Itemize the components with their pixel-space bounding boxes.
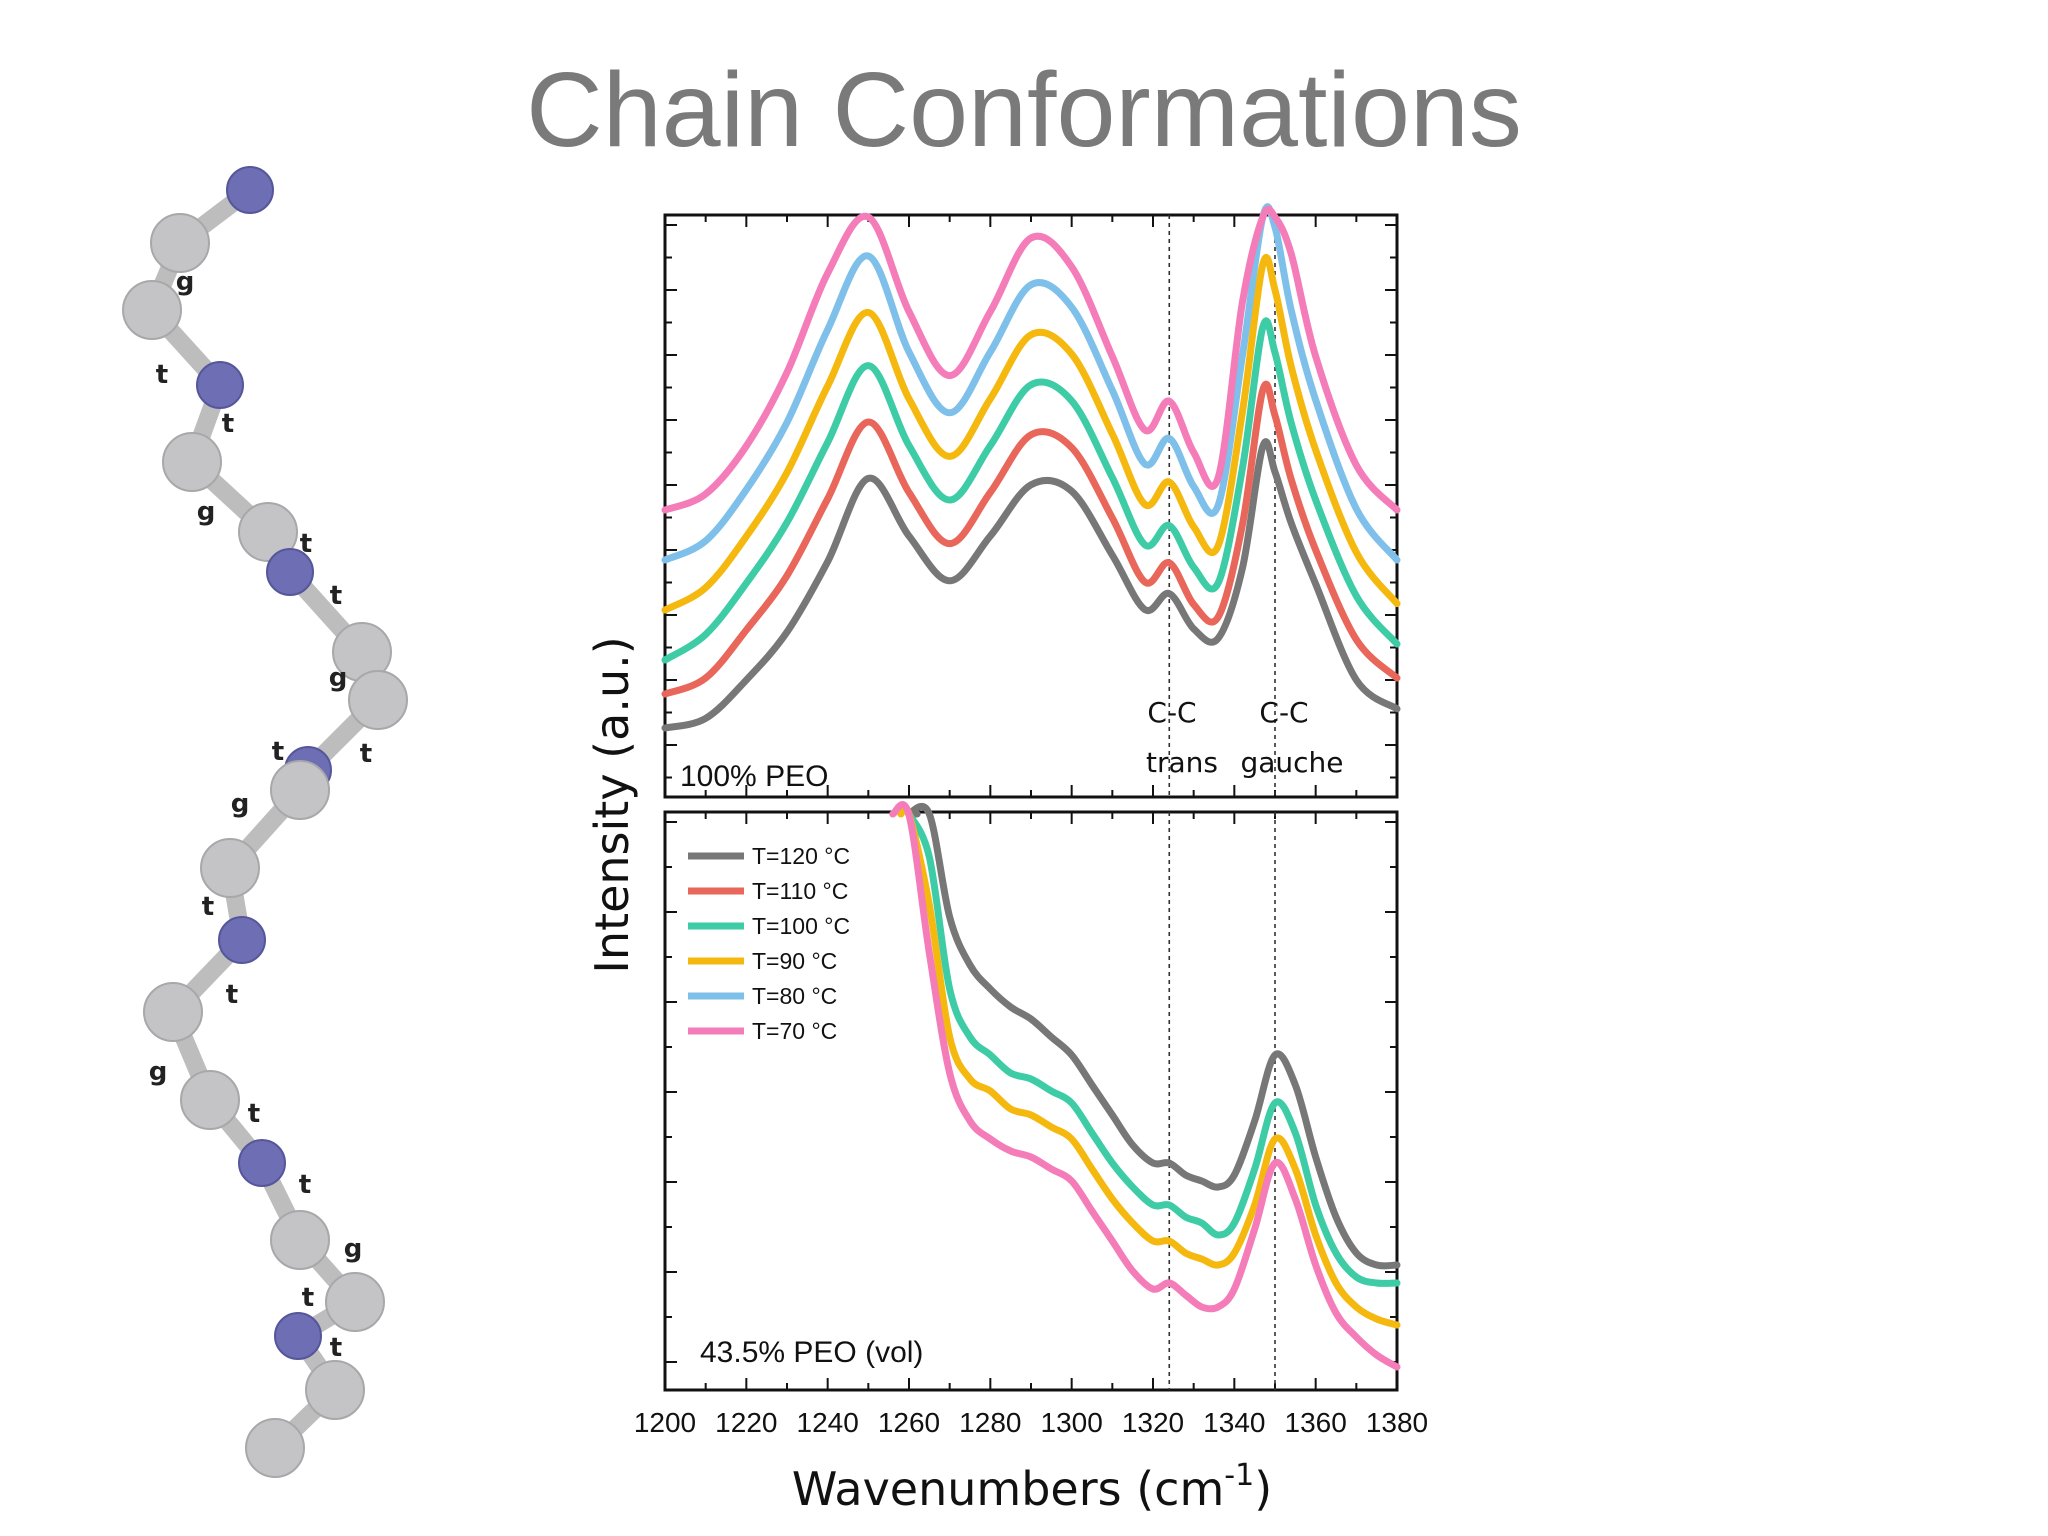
oxygen-atom	[196, 361, 244, 409]
conformation-label: t	[302, 1283, 314, 1313]
conformation-label: t	[156, 360, 168, 390]
x-tick-label: 1300	[1041, 1407, 1103, 1438]
series-line	[661, 205, 1401, 514]
x-tick-label: 1320	[1122, 1407, 1184, 1438]
conformation-label: t	[299, 1170, 311, 1200]
conformation-label: g	[344, 1234, 363, 1264]
carbon-atom	[270, 760, 330, 820]
carbon-atom	[270, 1210, 330, 1270]
slide-title: Chain Conformations	[526, 51, 1522, 169]
x-axis-title-close: )	[1254, 1462, 1272, 1516]
x-tick-label: 1220	[715, 1407, 777, 1438]
series-line	[661, 317, 1401, 664]
x-tick-label: 1380	[1366, 1407, 1428, 1438]
series-line	[661, 203, 1401, 564]
panel-top-label: 100% PEO	[680, 760, 828, 793]
oxygen-atom	[274, 1312, 322, 1360]
annotation-cc-gauche-line2: gauche	[1240, 746, 1343, 779]
carbon-atom	[325, 1272, 385, 1332]
panel-bottom-series	[889, 801, 1401, 1371]
legend-label: T=100 °C	[752, 913, 850, 939]
series-line	[897, 803, 1401, 1329]
carbon-atom	[245, 1418, 305, 1478]
oxygen-atom	[238, 1139, 286, 1187]
annotation-cc-trans-line2: trans	[1146, 746, 1218, 779]
annotation-cc-gauche-line1: C-C	[1259, 696, 1308, 729]
conformation-label: g	[176, 267, 195, 297]
x-axis-title-superscript: -1	[1224, 1458, 1254, 1493]
conformation-label: t	[226, 980, 238, 1010]
conformation-label: g	[231, 789, 250, 819]
series-line	[661, 438, 1401, 732]
carbon-atom	[122, 280, 182, 340]
panel-top-reference-lines	[1168, 215, 1276, 797]
legend-label: T=70 °C	[752, 1018, 837, 1044]
conformation-label: t	[272, 737, 284, 767]
x-tick-label: 1340	[1203, 1407, 1265, 1438]
conformation-label: t	[330, 581, 342, 611]
legend-label: T=110 °C	[752, 878, 848, 904]
x-tick-label: 1240	[797, 1407, 859, 1438]
oxygen-atom	[218, 916, 266, 964]
annotation-cc-trans-line1: C-C	[1147, 696, 1196, 729]
y-axis-title: Intensity (a.u.)	[585, 636, 639, 973]
series-line	[905, 802, 1401, 1270]
carbon-atom	[238, 502, 298, 562]
panel-bottom-label: 43.5% PEO (vol)	[700, 1336, 923, 1369]
molecule-atoms	[122, 166, 408, 1478]
panel-100-peo: 100% PEO C-C trans C-C gauche	[661, 203, 1401, 799]
x-axis-tick-labels: 1200 1220 1240 1260 1280 1300 1320 1340 1360 1380	[634, 1407, 1428, 1438]
carbon-atom	[150, 213, 210, 273]
carbon-atom	[348, 670, 408, 730]
x-axis-title-main: Wavenumbers (cm	[792, 1462, 1224, 1516]
conformation-label: g	[197, 497, 216, 527]
x-tick-label: 1280	[959, 1407, 1021, 1438]
x-tick-label: 1360	[1285, 1407, 1347, 1438]
legend-label: T=90 °C	[752, 948, 837, 974]
conformation-label: t	[330, 1333, 342, 1363]
carbon-atom	[143, 982, 203, 1042]
x-axis-title: Wavenumbers (cm-1)	[792, 1458, 1272, 1516]
conformation-label: t	[202, 892, 214, 922]
carbon-atom	[162, 432, 222, 492]
carbon-atom	[180, 1070, 240, 1130]
chart-legend: T=120 °C T=110 °C T=100 °C T=90 °C T=80 °C T=…	[688, 843, 850, 1044]
panel-43-5-peo: 43.5% PEO (vol) T=120 °C T=110 °C T=100 °C…	[663, 801, 1401, 1392]
panel-bottom-ticks	[664, 812, 1398, 1390]
legend-label: T=120 °C	[752, 843, 850, 869]
carbon-atom	[200, 838, 260, 898]
conformation-label: t	[248, 1099, 260, 1129]
conformation-label: t	[360, 739, 372, 769]
series-line	[661, 380, 1401, 698]
conformation-label: t	[300, 529, 312, 559]
oxygen-atom	[266, 548, 314, 596]
legend-label: T=80 °C	[752, 983, 837, 1009]
series-line	[661, 253, 1401, 614]
conformation-label: g	[329, 663, 348, 693]
series-line	[889, 801, 1401, 1371]
conformation-label: g	[149, 1057, 168, 1087]
oxygen-atom	[226, 166, 274, 214]
carbon-atom	[305, 1360, 365, 1420]
panel-top-series	[661, 203, 1401, 732]
conformation-label: t	[222, 409, 234, 439]
series-line	[904, 807, 1401, 1287]
x-tick-label: 1260	[878, 1407, 940, 1438]
x-tick-label: 1200	[634, 1407, 696, 1438]
